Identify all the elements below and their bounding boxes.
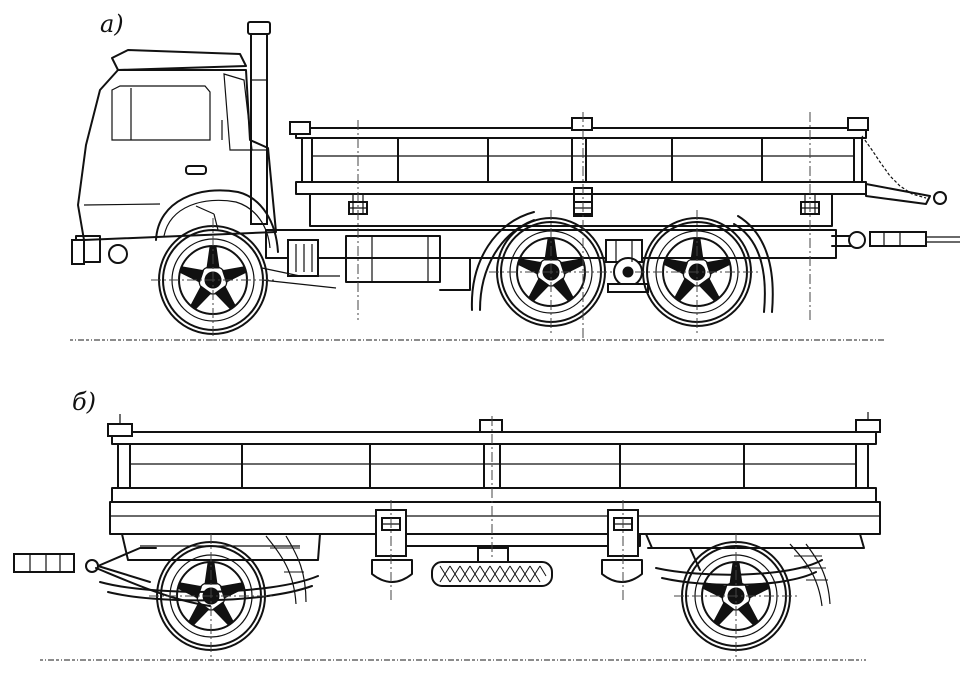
truck-bogie-suspension — [605, 239, 649, 293]
truck-cab — [71, 49, 279, 265]
exhaust-pipe — [247, 21, 271, 225]
truck-view: а) — [70, 10, 960, 343]
trailer-view: б) — [13, 388, 881, 661]
truck-middle-wheel — [488, 209, 614, 335]
trailer-front-wheel — [148, 533, 274, 659]
trailer-spare-tire — [431, 547, 553, 587]
trailer-frame — [109, 501, 881, 583]
truck-rear-fenders — [470, 211, 774, 313]
truck-cargo-body — [289, 117, 869, 217]
trailer-cargo-body — [107, 412, 881, 503]
truck-tow-hitch — [831, 135, 960, 249]
view-a-label: а) — [100, 10, 124, 38]
view-b-label: б) — [72, 388, 96, 416]
truck-chassis — [261, 193, 837, 291]
